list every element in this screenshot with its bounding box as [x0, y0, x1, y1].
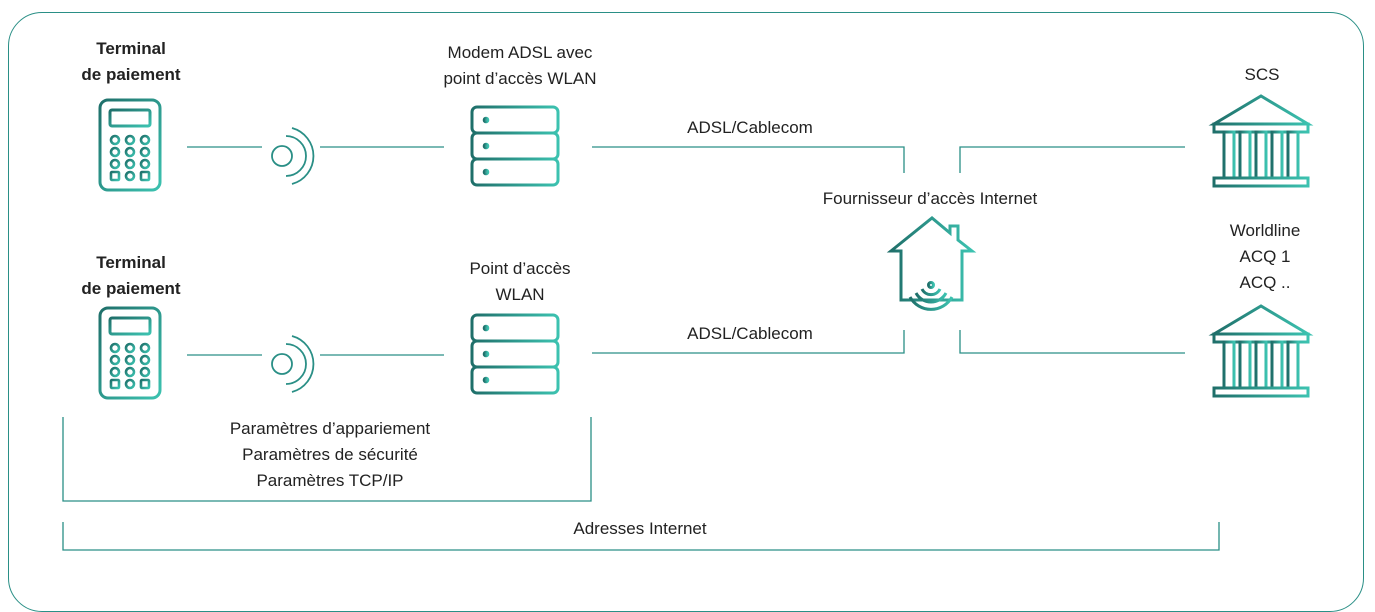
modem-label: Modem ADSL avec point d’accès WLAN [405, 40, 635, 92]
params-label-line1: Paramètres d’appariement [229, 419, 431, 438]
internet-addresses-label: Adresses Internet [573, 519, 707, 538]
modem-label-line2: point d’accès WLAN [443, 69, 597, 88]
diagram-canvas [62, 94, 1310, 551]
payment-terminal-icon [98, 98, 162, 192]
scs-label: SCS [1244, 65, 1280, 84]
connector-line [959, 146, 1185, 173]
worldline-label-line1: Worldline [1229, 221, 1301, 240]
params-label: Paramètres d’appariement Paramètres de s… [180, 416, 480, 494]
bank-icon [1212, 304, 1310, 398]
worldline-label-line3: ACQ .. [1239, 273, 1291, 292]
worldline-label: Worldline ACQ 1 ACQ .. [1205, 218, 1325, 296]
connector-line [592, 146, 905, 173]
connector-line [959, 330, 1185, 354]
link-bottom-label: ADSL/Cablecom [687, 324, 813, 343]
bank-icon [1212, 94, 1310, 188]
link-top-label: ADSL/Cablecom [687, 118, 813, 137]
access-point-label-line1: Point d’accès [469, 259, 571, 278]
home-wifi-icon [886, 216, 977, 311]
terminal-top-label: Terminal de paiement [70, 36, 192, 88]
params-bracket [62, 417, 592, 502]
terminal-bottom-label: Terminal de paiement [70, 250, 192, 302]
params-label-line3: Paramètres TCP/IP [256, 471, 404, 490]
terminal-top-label-line2: de paiement [81, 65, 181, 84]
terminal-bottom-label-line1: Terminal [96, 253, 166, 272]
worldline-label-line2: ACQ 1 [1239, 247, 1291, 266]
access-point-label: Point d’accès WLAN [425, 256, 615, 308]
isp-label: Fournisseur d’accès Internet [822, 189, 1038, 208]
internet-addresses-bracket [62, 522, 1220, 551]
terminal-top-label-line1: Terminal [96, 39, 166, 58]
wifi-signal-icon [271, 335, 315, 393]
params-label-line2: Paramètres de sécurité [242, 445, 418, 464]
payment-terminal-icon [98, 306, 162, 400]
terminal-bottom-label-line2: de paiement [81, 279, 181, 298]
server-icon [470, 313, 560, 395]
connector-line [592, 330, 905, 354]
modem-label-line1: Modem ADSL avec [447, 43, 593, 62]
server-icon [470, 105, 560, 187]
access-point-label-line2: WLAN [495, 285, 545, 304]
wifi-signal-icon [271, 127, 315, 185]
